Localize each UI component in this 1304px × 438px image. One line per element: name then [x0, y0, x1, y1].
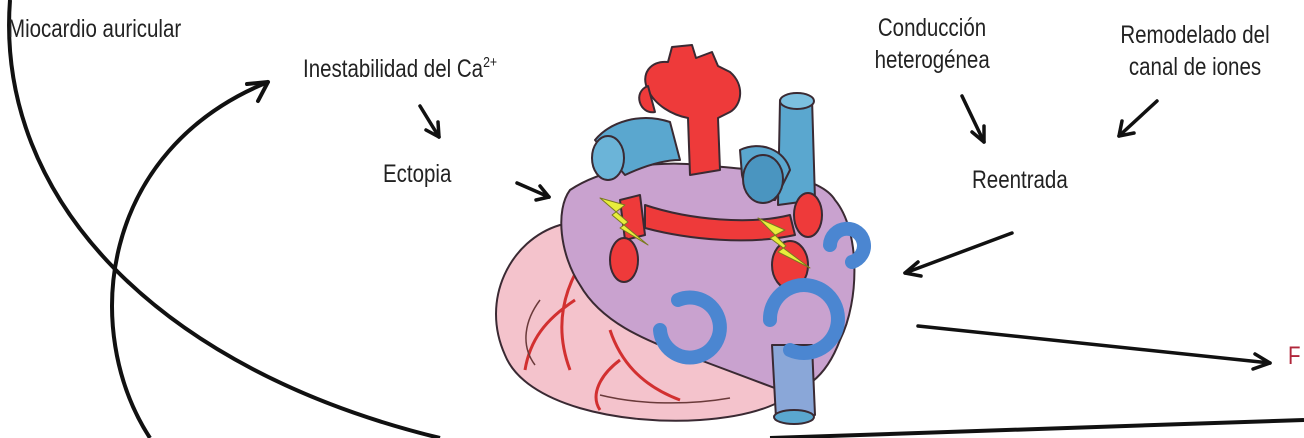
label-miocardio-auricular: Miocardio auricular: [8, 13, 181, 45]
label-conduccion-line1: Conducción: [875, 12, 990, 44]
pulmonary-trunk-opening: [743, 155, 783, 203]
pulmonary-vessel-left-opening: [592, 136, 624, 180]
arrow-conduccion-to-reentrada: [962, 96, 984, 142]
arrow-heart-to-right: [918, 326, 1270, 369]
label-cut-off-right: F: [1288, 340, 1301, 372]
arrow-ectopia-to-heart: [517, 183, 549, 200]
vena-cava-inferior-opening: [774, 410, 814, 424]
bottom-right-curve: [770, 420, 1304, 438]
label-calcio-superscript: 2+: [483, 54, 497, 71]
red-vessel-right-top: [794, 193, 822, 237]
label-conduccion-heterogenea: Conducción heterogénea: [875, 12, 990, 76]
label-reentrada: Reentrada: [972, 164, 1068, 196]
red-vessel-left: [610, 238, 638, 282]
label-inestabilidad-text: Inestabilidad del Ca: [303, 55, 483, 83]
label-remodelado-canal: Remodelado del canal de iones: [1113, 19, 1277, 83]
label-remodelado-line1: Remodelado del: [1113, 19, 1277, 51]
arrow-reentrada-to-heart: [905, 233, 1012, 276]
heart-illustration-icon: [496, 45, 854, 424]
label-conduccion-line2: heterogénea: [875, 44, 990, 76]
vena-cava-top-opening: [780, 93, 814, 109]
inner-arc-curve: [112, 82, 268, 438]
label-remodelado-line2: canal de iones: [1113, 51, 1277, 83]
arrow-remodelado-to-reentrada: [1119, 101, 1157, 136]
label-ectopia: Ectopia: [383, 158, 451, 190]
vena-cava-superior: [778, 98, 815, 205]
label-inestabilidad-calcio: Inestabilidad del Ca2+: [303, 53, 497, 85]
arrow-inestabilidad-to-ectopia: [420, 106, 439, 137]
